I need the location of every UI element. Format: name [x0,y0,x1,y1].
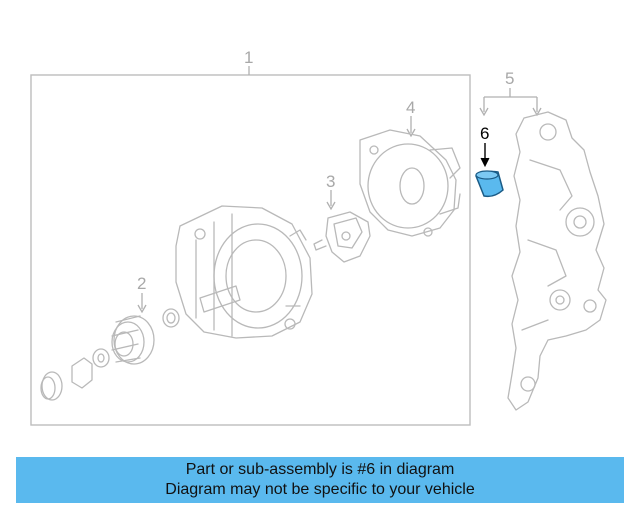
part-1-alternator [175,205,313,339]
banner-line-2: Diagram may not be specific to your vehi… [165,481,475,498]
callout-3-label: 3 [326,172,335,191]
part-3-regulator [313,211,371,263]
callout-1-label: 1 [244,48,253,67]
banner-line-1: Part or sub-assembly is #6 in diagram [185,461,455,478]
part-4-housing [359,129,461,237]
part-6-cap[interactable] [475,170,504,198]
part-2-pulley [40,308,180,401]
assembly-1-frame [30,74,471,426]
callout-4-label: 4 [406,98,415,117]
callout-6-label: 6 [480,124,489,143]
callout-5-label: 5 [505,69,514,88]
callout-2-label: 2 [137,274,146,293]
parts-diagram: 1 2 3 4 5 6 [30,48,607,426]
part-5-bracket [507,111,607,411]
info-banner: Part or sub-assembly is #6 in diagram Di… [16,457,624,503]
